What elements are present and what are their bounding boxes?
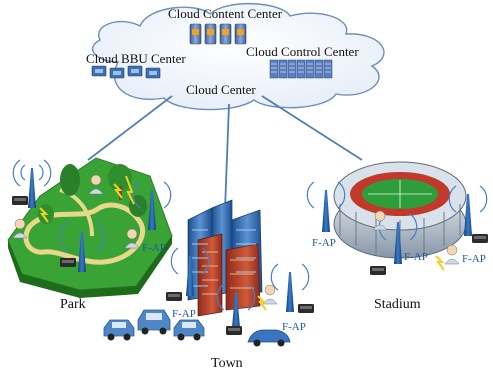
park-device-2-icon	[60, 258, 76, 267]
town-buildings	[187, 199, 263, 317]
stadium-antenna-3-icon	[448, 185, 488, 236]
park-user-1-icon	[88, 174, 104, 195]
bbu-center-units-icon	[91, 65, 161, 79]
car-3-icon	[173, 319, 205, 341]
cloud-bbu-center-label: Cloud BBU Center	[86, 51, 186, 66]
town-device-2-icon	[226, 326, 242, 335]
stadium-user-2-icon	[444, 244, 460, 265]
park-user-3-icon	[124, 228, 140, 249]
town-antenna-3-icon	[270, 263, 310, 312]
cloud-center-label: Cloud Center	[186, 82, 256, 97]
link-to-town	[224, 103, 230, 211]
stadium-label: Stadium	[374, 297, 421, 312]
town-antenna-1-icon	[170, 247, 210, 296]
cloud-content-center-label: Cloud Content Center	[168, 6, 283, 21]
park-fap-label: F-AP	[142, 242, 166, 254]
park-user-2-icon	[12, 218, 28, 239]
stadium-device-1-icon	[370, 266, 386, 275]
stadium-fap-label-1: F-AP	[312, 237, 336, 249]
stadium-fap-label-3: F-AP	[462, 253, 486, 265]
town-label: Town	[211, 356, 243, 371]
stadium-lightning-icon	[435, 255, 445, 271]
stadium-antenna-1-icon	[306, 181, 346, 232]
control-center-racks-icon	[269, 59, 333, 79]
cloud-shape	[92, 3, 385, 111]
town-lightning-icon	[257, 295, 267, 311]
car-2-icon	[137, 309, 171, 335]
cloud-control-center-label: Cloud Control Center	[246, 44, 359, 59]
stadium-building	[333, 161, 467, 259]
town-device-1-icon	[166, 292, 182, 301]
park-antenna-1-icon	[12, 159, 52, 208]
town-fap-label-2: F-AP	[282, 321, 306, 333]
link-to-park	[87, 95, 173, 161]
link-to-stadium	[261, 95, 363, 161]
park-lightning-icon	[113, 183, 123, 199]
town-antenna-2-icon	[216, 283, 256, 328]
car-1-icon	[103, 319, 135, 341]
town-device-3-icon	[298, 304, 314, 313]
park-antenna-2-icon	[132, 181, 172, 230]
town-fap-label-1: F-AP	[172, 308, 196, 320]
stadium-device-2-icon	[472, 234, 488, 243]
backhaul-links	[87, 95, 363, 211]
stadium-fap-label-2: F-AP	[404, 251, 428, 263]
park-device-1-icon	[12, 196, 28, 205]
stadium-user-1-icon	[372, 210, 388, 231]
content-center-servers-icon	[189, 23, 247, 45]
park-lightning-2-icon	[39, 207, 49, 223]
car-4-icon	[247, 329, 291, 347]
park-label: Park	[60, 297, 86, 312]
